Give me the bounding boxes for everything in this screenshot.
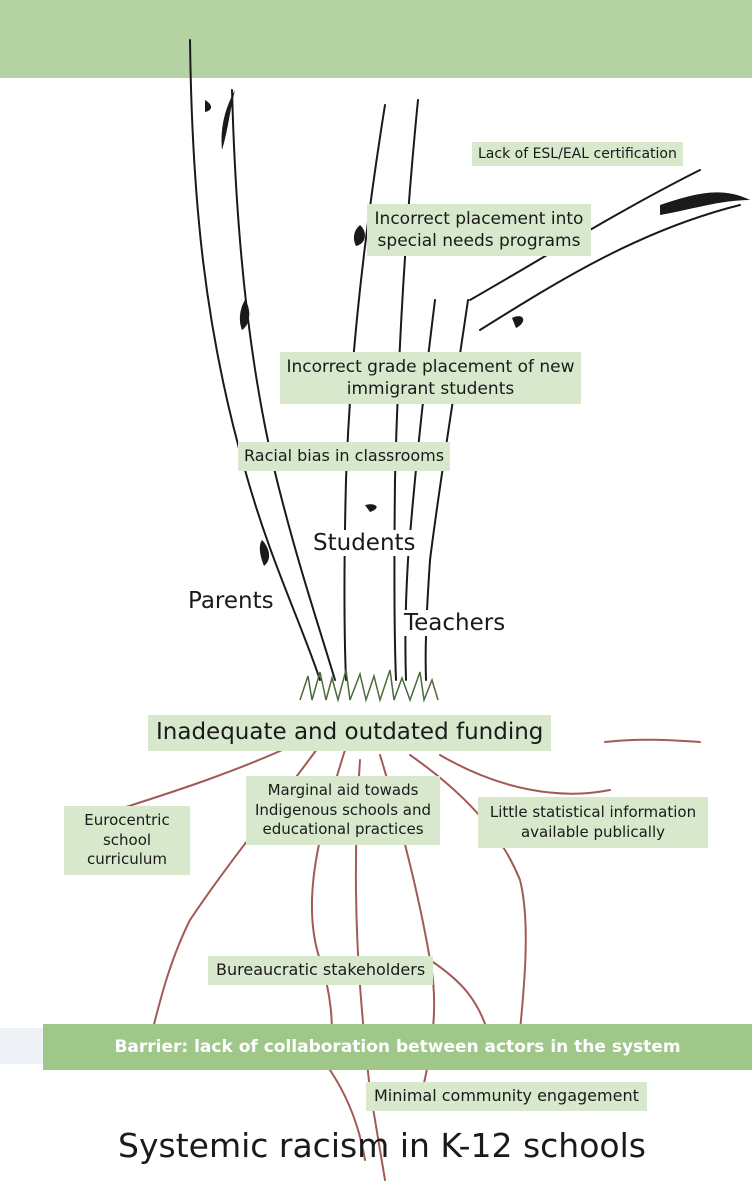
label-marginal-aid: Marginal aid towads Indigenous schools a…: [246, 776, 440, 845]
barrier-band: Barrier: lack of collaboration between a…: [43, 1024, 752, 1070]
label-inadequate-funding: Inadequate and outdated funding: [148, 715, 552, 751]
top-banner: [0, 0, 752, 78]
label-racial-bias: Racial bias in classrooms: [238, 442, 451, 471]
label-grade-placement: Incorrect grade placement of new immigra…: [280, 352, 581, 405]
actor-teachers: Teachers: [398, 610, 512, 636]
label-eurocentric-curriculum: Eurocentric school curriculum: [64, 806, 190, 875]
grass: [299, 669, 439, 703]
branch-right-lower: [479, 204, 741, 331]
barrier-band-shadow: [0, 1028, 43, 1064]
actor-students: Students: [307, 530, 422, 556]
label-esl-certification: Lack of ESL/EAL certification: [472, 142, 683, 167]
trunk-left: [189, 39, 321, 681]
label-statistical-info: Little statistical information available…: [478, 797, 708, 848]
root-cause-title: Systemic racism in K-12 schools: [118, 1126, 646, 1165]
actor-parents: Parents: [182, 588, 280, 614]
label-bureaucratic-stakeholders: Bureaucratic stakeholders: [208, 956, 434, 985]
label-community-engagement: Minimal community engagement: [366, 1082, 647, 1111]
label-special-needs-placement: Incorrect placement into special needs p…: [367, 204, 591, 257]
